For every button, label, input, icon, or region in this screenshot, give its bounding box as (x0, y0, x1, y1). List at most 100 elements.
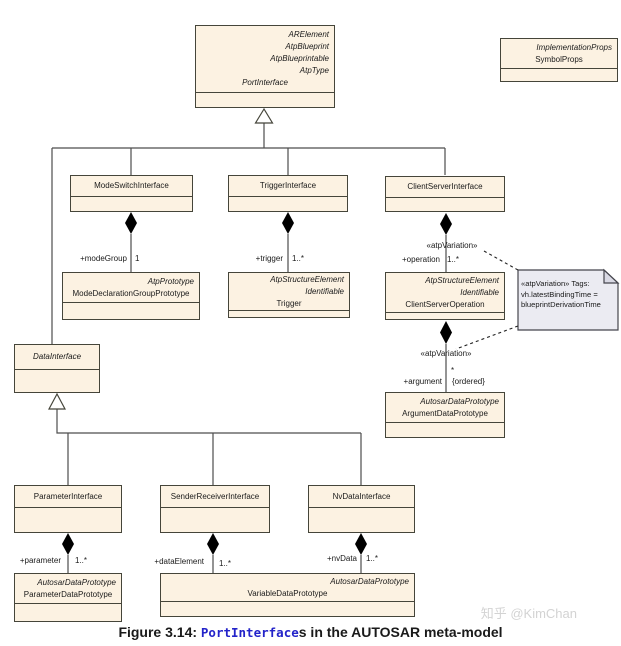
caption-prefix: Figure 3.14: (118, 624, 201, 640)
caption-suffix: s in the AUTOSAR meta-model (298, 624, 503, 640)
class-box-modeswitchinterface: ModeSwitchInterface (70, 175, 193, 212)
supertype-label: AutosarDataPrototype (37, 577, 116, 587)
multiplicity-label-nvdata: 1..* (366, 554, 379, 563)
class-name: ClientServerOperation (405, 299, 485, 309)
supertype-label: ARElement (288, 30, 329, 39)
attributes-compartment (229, 310, 349, 317)
class-name: ArgumentDataPrototype (402, 408, 488, 418)
attributes-compartment (161, 507, 269, 532)
attributes-compartment (501, 68, 617, 81)
note-line: blueprintDerivationTime (521, 300, 601, 309)
watermark: 知乎 @KimChan (480, 606, 577, 621)
supertype-label: AtpBlueprintable (270, 54, 329, 63)
class-box-portinterface: ARElement AtpBlueprint AtpBlueprintable … (195, 25, 335, 108)
note-link-dashed (483, 250, 519, 271)
name-compartment: ARElement AtpBlueprint AtpBlueprintable … (196, 26, 334, 92)
role-label-dataelement: +dataElement (154, 557, 204, 566)
class-box-parameterdataprototype: AutosarDataPrototype ParameterDataProtot… (14, 573, 122, 622)
attributes-compartment (71, 196, 192, 211)
attributes-compartment (309, 507, 414, 532)
generalization-lines-datainterface (56, 409, 362, 485)
class-name: ClientServerInterface (407, 182, 483, 191)
supertype-label: Identifiable (305, 286, 344, 296)
attributes-compartment (63, 302, 199, 319)
class-box-clientserveroperation: AtpStructureElement Identifiable ClientS… (385, 272, 505, 320)
name-compartment: TriggerInterface (229, 176, 347, 196)
generalization-triangle-icon (48, 392, 66, 410)
class-name: PortInterface (242, 78, 288, 87)
composition-diamond-icon (440, 321, 452, 344)
attributes-compartment (196, 92, 334, 107)
attributes-compartment (386, 197, 504, 211)
class-name: ParameterDataPrototype (23, 589, 113, 599)
name-compartment: AutosarDataPrototype VariableDataPrototy… (161, 574, 414, 601)
class-box-modedeclarationgroupprototype: AtpPrototype ModeDeclarationGroupPrototy… (62, 272, 200, 320)
name-compartment: NvDataInterface (309, 486, 414, 507)
name-compartment: ParameterInterface (15, 486, 121, 507)
stereotype-label-argument: «atpVariation» (420, 349, 472, 358)
attributes-compartment (15, 507, 121, 532)
class-box-datainterface: DataInterface (14, 344, 100, 393)
supertype-label: AtpStructureElement (270, 274, 344, 284)
class-box-argumentdataprototype: AutosarDataPrototype ArgumentDataPrototy… (385, 392, 505, 438)
attributes-compartment (386, 422, 504, 437)
attributes-compartment (161, 601, 414, 616)
multiplicity-label-dataelement: 1..* (219, 559, 232, 568)
class-name: Trigger (276, 298, 302, 308)
class-name: ModeSwitchInterface (94, 181, 169, 190)
class-box-parameterinterface: ParameterInterface (14, 485, 122, 533)
name-compartment: AutosarDataPrototype ArgumentDataPrototy… (386, 393, 504, 422)
multiplicity-label-modegroup: 1 (135, 254, 140, 263)
note-annotation: «atpVariation» Tags: vh.latestBindingTim… (521, 279, 614, 311)
supertype-label: AtpBlueprint (285, 42, 329, 51)
supertype-label: AutosarDataPrototype (330, 576, 409, 586)
class-box-variabledataprototype: AutosarDataPrototype VariableDataPrototy… (160, 573, 415, 617)
attributes-compartment (15, 369, 99, 392)
class-name: DataInterface (32, 352, 82, 361)
note-line: «atpVariation» Tags: (521, 279, 590, 288)
class-box-symbolprops: ImplementationProps SymbolProps (500, 38, 618, 82)
class-name: ParameterInterface (33, 491, 103, 501)
class-box-senderreceiverinterface: SenderReceiverInterface (160, 485, 270, 533)
name-compartment: ModeSwitchInterface (71, 176, 192, 196)
class-name: NvDataInterface (332, 491, 391, 501)
role-label-trigger: +trigger (255, 254, 283, 263)
class-box-triggerinterface: TriggerInterface (228, 175, 348, 212)
name-compartment: ImplementationProps SymbolProps (501, 39, 617, 68)
composition-diamond-icon (440, 213, 452, 235)
composition-diamond-icon (355, 533, 367, 555)
name-compartment: AtpStructureElement Identifiable Trigger (229, 273, 349, 310)
name-compartment: ClientServerInterface (386, 177, 504, 197)
class-name: TriggerInterface (259, 181, 317, 190)
name-compartment: AtpStructureElement Identifiable ClientS… (386, 273, 504, 312)
attributes-compartment (386, 312, 504, 319)
composition-diamond-icon (282, 212, 294, 234)
constraint-label-ordered: {ordered} (452, 377, 485, 386)
caption-code-text: PortInterface (200, 625, 299, 640)
supertype-label: AtpType (299, 66, 329, 75)
role-label-parameter: +parameter (19, 556, 61, 565)
name-compartment: AtpPrototype ModeDeclarationGroupPrototy… (63, 273, 199, 302)
supertype-label: AutosarDataPrototype (420, 396, 499, 406)
multiplicity-label-parameter: 1..* (75, 556, 88, 565)
composition-diamond-icon (207, 533, 219, 555)
composition-diamond-icon (62, 533, 74, 555)
multiplicity-label-operation: 1..* (447, 255, 460, 264)
role-label-nvdata: +nvData (326, 554, 357, 563)
note-line: vh.latestBindingTime = (521, 289, 598, 299)
name-compartment: DataInterface (15, 345, 99, 369)
composition-diamond-icon (125, 212, 137, 234)
class-name: ModeDeclarationGroupPrototype (72, 288, 190, 298)
generalization-triangle-icon (254, 107, 274, 124)
supertype-label: AtpPrototype (147, 276, 194, 286)
class-name: VariableDataPrototype (247, 588, 328, 598)
multiplicity-label-argument: * (451, 366, 455, 375)
attributes-compartment (15, 603, 121, 621)
note-link-dashed (455, 325, 519, 350)
name-compartment: AutosarDataPrototype ParameterDataProtot… (15, 574, 121, 603)
class-box-clientserverinterface: ClientServerInterface (385, 176, 505, 212)
class-name: SymbolProps (535, 54, 583, 64)
multiplicity-label-trigger: 1..* (292, 254, 305, 263)
figure-caption: Figure 3.14: PortInterfaces in the AUTOS… (0, 624, 621, 640)
